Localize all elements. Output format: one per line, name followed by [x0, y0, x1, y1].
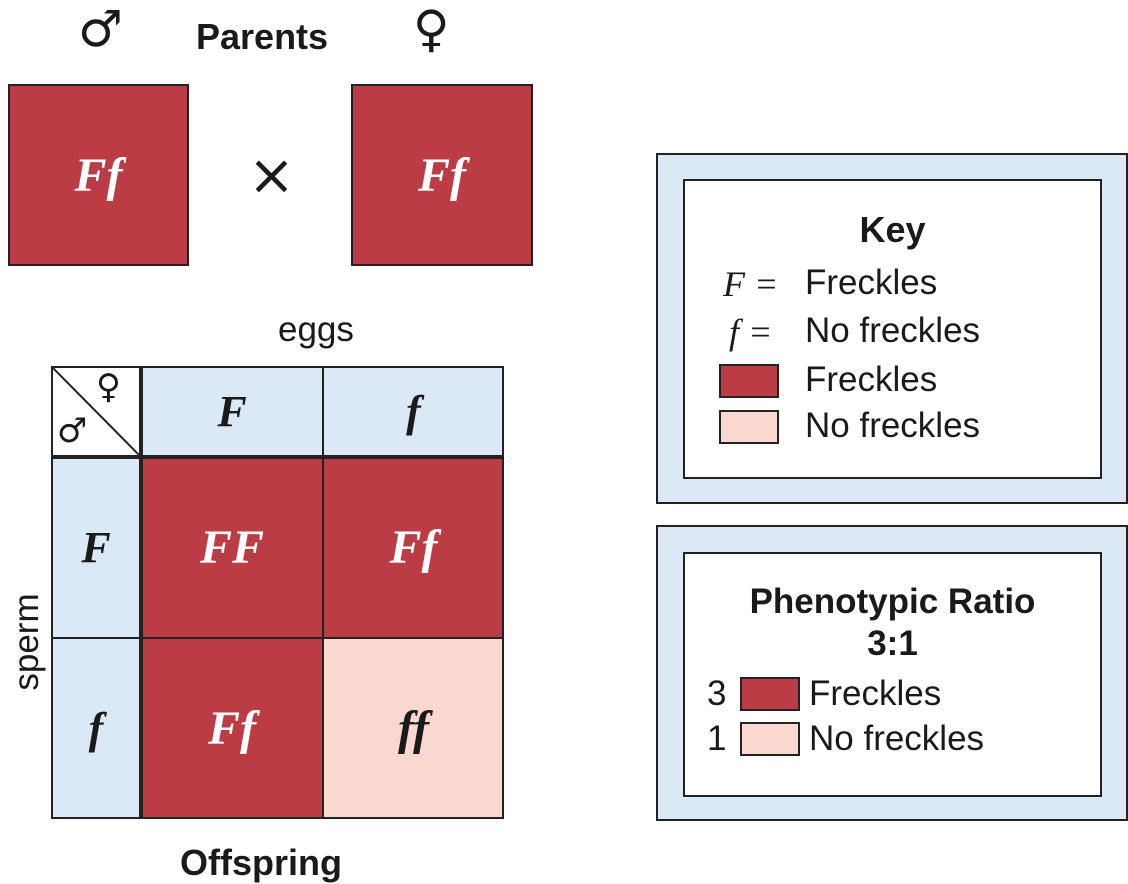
key-swatch-label-no-freckles: No freckles	[805, 406, 981, 445]
key-title: Key	[859, 209, 926, 250]
male-symbol: ♂	[78, 0, 123, 58]
key-swatch-label-freckles: Freckles	[805, 360, 938, 399]
female-symbol: ♀	[413, 0, 450, 58]
offspring-genotype: FF	[199, 521, 265, 574]
offspring-genotype: Ff	[208, 702, 256, 755]
ratio-panel: Phenotypic Ratio 3:1 3 Freckles 1 No fre…	[656, 525, 1128, 821]
sperm-header-1: F	[51, 457, 141, 638]
sperm-allele-1: F	[81, 523, 111, 572]
key-label-freckles: Freckles	[805, 263, 938, 302]
egg-allele-1: F	[217, 387, 247, 436]
female-parent-genotype: Ff	[418, 148, 466, 202]
eggs-label: eggs	[278, 310, 354, 349]
offspring-genotype: Ff	[389, 521, 438, 574]
offspring-label: Offspring	[180, 842, 342, 883]
ratio-swatch-no-freckles	[740, 722, 800, 756]
key-panel-inner: Key F = Freckles f = No freckles Freckle…	[683, 179, 1102, 479]
parents-title: Parents	[196, 16, 329, 57]
egg-header-1: F	[141, 366, 323, 457]
key-symbol-f: f =	[729, 312, 773, 352]
key-swatch-freckles	[719, 364, 779, 398]
corner-female-symbol: ♀	[96, 367, 121, 407]
offspring-cell-ff: ff	[323, 638, 504, 819]
egg-header-2: f	[323, 366, 504, 457]
ratio-value: 3:1	[867, 624, 918, 663]
offspring-cell-Ff-top: Ff	[323, 457, 504, 638]
ratio-title: Phenotypic Ratio	[749, 582, 1036, 621]
offspring-cell-FF: FF	[141, 457, 323, 638]
ratio-panel-inner: Phenotypic Ratio 3:1 3 Freckles 1 No fre…	[683, 552, 1102, 797]
sperm-allele-2: f	[88, 704, 104, 753]
key-swatch-no-freckles	[719, 410, 779, 444]
corner-cell: ♀ ♂	[51, 366, 141, 457]
key-symbol-F: F =	[723, 264, 779, 304]
ratio-swatch-freckles	[740, 677, 800, 711]
male-parent-box: Ff	[8, 84, 189, 266]
key-label-no-freckles: No freckles	[805, 311, 981, 350]
male-parent-genotype: Ff	[74, 148, 123, 202]
offspring-genotype: ff	[397, 702, 430, 755]
sperm-label: sperm	[7, 593, 46, 691]
sperm-header-2: f	[51, 638, 141, 819]
ratio-label-no-freckles: No freckles	[809, 719, 985, 758]
punnett-square: ♀ ♂ F f F f FF Ff Ff ff	[51, 366, 504, 819]
offspring-cell-Ff-bottom: Ff	[141, 638, 323, 819]
ratio-count-freckles: 3	[707, 674, 727, 713]
cross-symbol: ×	[248, 143, 295, 208]
key-panel: Key F = Freckles f = No freckles Freckle…	[656, 153, 1128, 504]
ratio-label-freckles: Freckles	[809, 674, 942, 713]
female-parent-box: Ff	[351, 84, 533, 266]
egg-allele-2: f	[406, 387, 421, 436]
corner-male-symbol: ♂	[57, 411, 88, 451]
ratio-count-no-freckles: 1	[707, 719, 727, 758]
